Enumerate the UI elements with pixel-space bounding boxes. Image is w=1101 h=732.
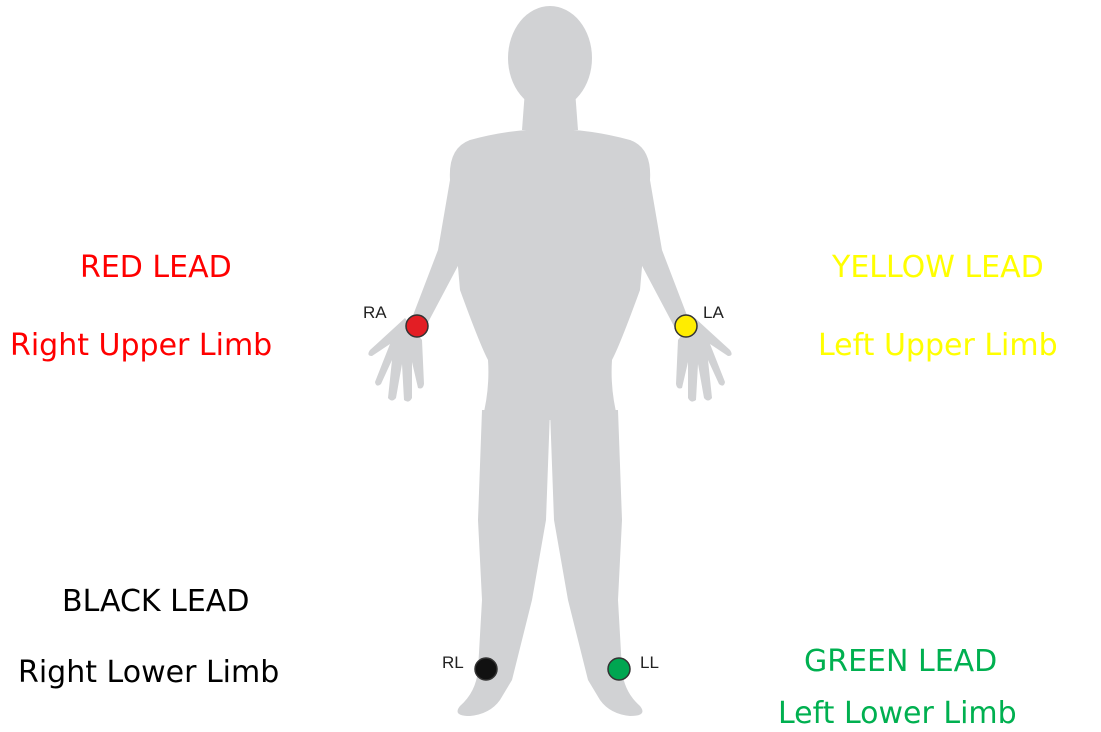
black-lead-title: BLACK LEAD — [62, 584, 249, 620]
electrode-code-ll: LL — [640, 653, 659, 672]
red-lead-limb: Right Upper Limb — [10, 328, 272, 364]
electrode-la — [675, 315, 697, 337]
yellow-lead-title: YELLOW LEAD — [832, 250, 1044, 286]
electrode-ll — [608, 658, 630, 680]
body-silhouette — [368, 6, 731, 716]
electrode-code-la: LA — [703, 303, 724, 322]
electrode-rl — [475, 658, 497, 680]
black-lead-limb: Right Lower Limb — [18, 655, 279, 691]
green-lead-limb: Left Lower Limb — [778, 696, 1017, 732]
green-lead-title: GREEN LEAD — [804, 644, 997, 680]
electrode-ra — [406, 315, 428, 337]
electrode-code-rl: RL — [442, 653, 464, 672]
electrode-code-ra: RA — [363, 303, 387, 322]
red-lead-title: RED LEAD — [80, 250, 232, 286]
yellow-lead-limb: Left Upper Limb — [818, 328, 1058, 364]
